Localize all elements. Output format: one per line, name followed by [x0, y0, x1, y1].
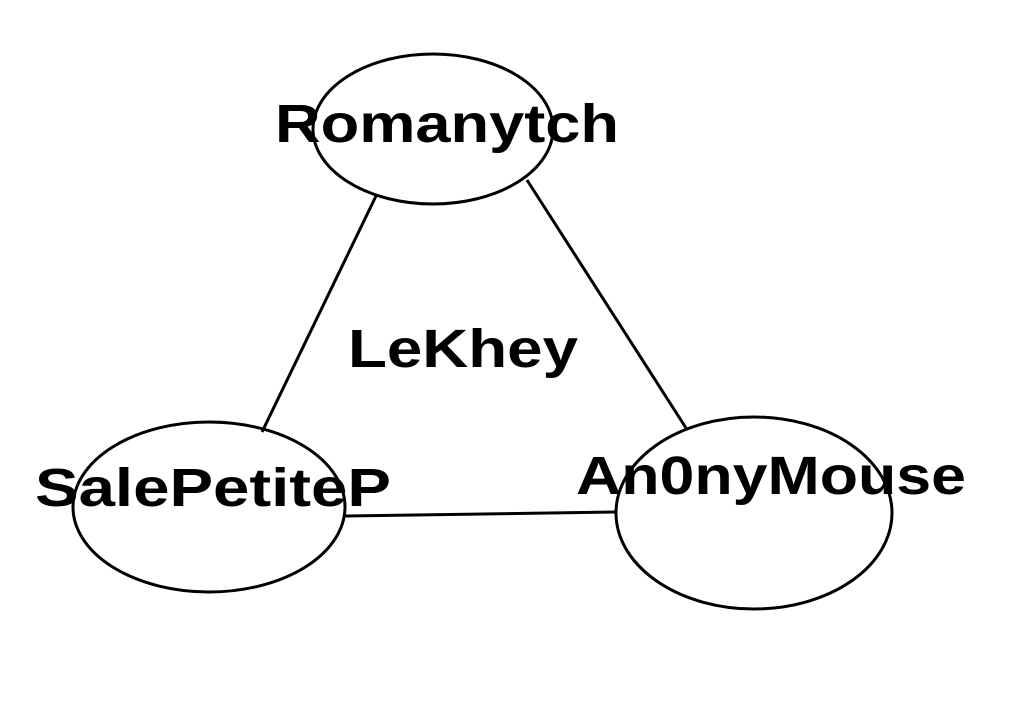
node-left-ellipse [71, 420, 347, 594]
node-top-ellipse [311, 52, 555, 206]
node-left-label: SalePetiteP [35, 458, 391, 518]
center-label: LeKhey [348, 319, 578, 379]
node-right-label: An0nyMouse [576, 446, 966, 506]
node-top-label: Romanytch [275, 94, 619, 154]
edge-top-left [260, 195, 378, 433]
edge-top-right [525, 179, 688, 429]
edge-left-right [344, 510, 616, 518]
node-right-ellipse [614, 415, 894, 611]
